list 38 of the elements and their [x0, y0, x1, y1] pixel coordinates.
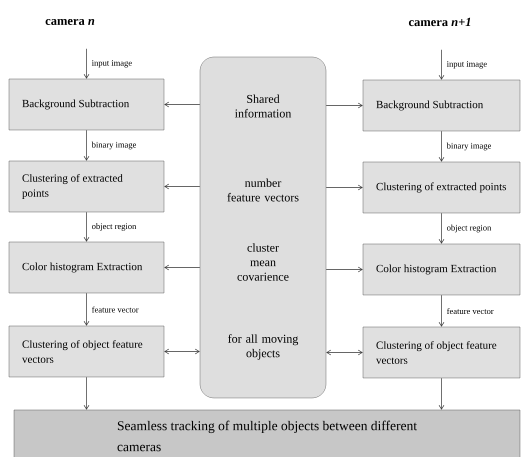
arrow	[84, 292, 90, 326]
arrow	[84, 376, 90, 410]
arrow	[438, 49, 444, 80]
edge-label: object region	[92, 223, 136, 231]
arrow	[438, 130, 444, 162]
arrow	[84, 48, 90, 79]
edge-label: binary image	[92, 142, 136, 150]
arrow	[326, 102, 363, 108]
arrow	[164, 102, 200, 108]
process-box: Color histogram Extraction	[8, 242, 164, 294]
arrow	[438, 378, 444, 410]
arrow	[326, 266, 363, 272]
edge-label: object region	[447, 224, 492, 232]
camera-title: camera n	[46, 18, 94, 26]
process-box: Clustering of extracted points	[8, 160, 164, 212]
process-box: Background Subtraction	[8, 78, 164, 130]
shared-info-box: Shared information number feature vectors cluster mean covarience for all moving objects	[200, 56, 326, 398]
arrow	[164, 264, 200, 270]
edge-label: feature vector	[92, 306, 139, 313]
output-box: Seamless tracking of multiple objects between different cameras	[14, 410, 520, 457]
arrow	[164, 184, 200, 190]
camera-title: camera n+1	[408, 18, 470, 26]
edge-label: binary image	[446, 142, 492, 150]
arrow	[438, 294, 444, 327]
edge-label: input image	[446, 61, 487, 69]
arrow	[164, 348, 200, 354]
edge-label: input image	[92, 60, 132, 68]
process-box: Clustering of extracted points	[362, 162, 520, 214]
arrow	[84, 212, 90, 242]
arrow	[326, 184, 363, 190]
arrow	[438, 212, 444, 244]
process-box: Clustering of object feature vectors	[362, 326, 520, 378]
edge-label: feature vector	[446, 308, 494, 314]
arrow	[84, 130, 90, 161]
arrow	[326, 350, 363, 356]
process-box: Background Subtraction	[362, 80, 520, 132]
process-box: Clustering of object feature vectors	[8, 326, 164, 378]
process-box: Color histogram Extraction	[362, 244, 520, 296]
